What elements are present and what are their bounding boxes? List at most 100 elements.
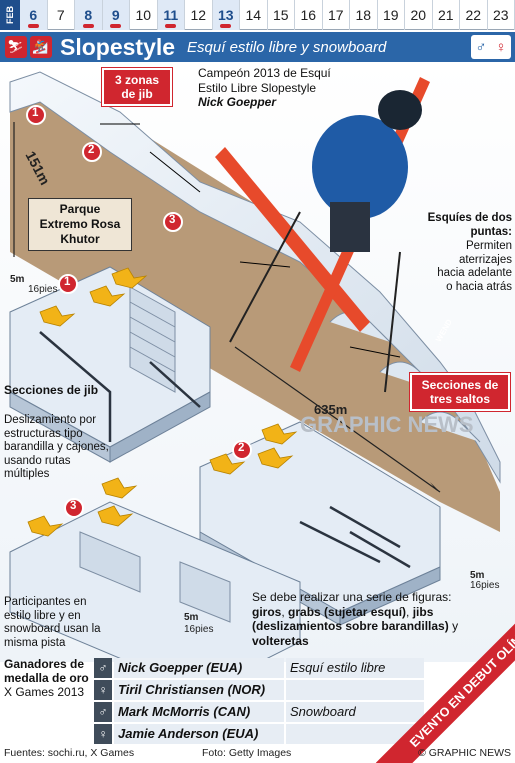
footer-photo: Foto: Getty Images [202,747,292,759]
scale-top-16: 16pies [28,284,58,295]
winner-name: Nick Goepper (EUA) [114,658,284,678]
results-row: ♂ Nick Goepper (EUA) Esquí estilo libre [94,658,424,679]
winner-name: Tiril Christiansen (NOR) [114,680,284,700]
scale-mid-16: 16pies [470,580,500,591]
champion-name: Nick Goepper [198,95,277,109]
female-icon: ♀ [94,724,112,744]
jib-zones-label: 3 zonas de jib [102,68,172,106]
calendar-day: 18 [350,0,378,30]
calendar-day: 22 [460,0,488,30]
marker-3-top: 3 [169,214,176,226]
marker-1-top: 1 [32,107,39,119]
calendar-day: 19 [378,0,405,30]
results-label-sub: X Games 2013 [4,685,85,699]
page-title: Slopestyle [60,33,176,60]
course-illustration: 1 2 3 1 2 3 3 zonas de jib Campeón 2013 … [0,62,515,693]
park-label: Parque Extremo Rosa Khutor [28,198,132,251]
marker-3-zone: 3 [70,500,77,512]
box-feature [179,561,231,623]
calendar-day: 13 [212,0,240,30]
direction-arrows [27,267,298,537]
calendar-day: 11 [157,0,185,30]
calendar-month: FEB [0,0,20,30]
jump-sections-label: Secciones de tres saltos [410,373,510,411]
figures-note: Se debe realizar una serie de figuras: g… [252,590,459,648]
female-icon: ♀ [495,38,507,56]
footer-sources: Fuentes: sochi.ru, X Games [4,747,135,759]
rail [349,530,411,569]
marker-2-zone: 2 [238,442,245,454]
calendar-day: 15 [268,0,295,30]
winner-name: Jamie Anderson (EUA) [114,724,284,744]
sport-icons: ⛷ 🏂 [0,32,56,62]
freestyle-ski-icon: ⛷ [4,36,27,58]
calendar-day: 14 [240,0,268,30]
twin-tip-body: Permiten aterrizajes hacia adelante o ha… [437,240,512,293]
guide-line [149,151,201,193]
gender-icons: ♂ ♀ [471,35,511,59]
figure-grabs: grabs (sujetar esquí) [288,604,407,619]
marker-1-zone: 1 [64,276,71,288]
calendar-day: 7 [48,0,75,30]
jump-3 [419,411,481,443]
watermark: GRAPHIC NEWS [300,412,474,437]
results-table: Ganadores de medalla de oro X Games 2013… [0,655,515,745]
marker-2-top: 2 [88,144,95,156]
slope-snow [9,71,501,484]
footer: Fuentes: sochi.ru, X Games Foto: Getty I… [0,744,515,763]
calendar-day: 6 [20,0,48,30]
calendar-day: 10 [130,0,158,30]
calendar-day: 23 [488,0,515,30]
footer-credit: © GRAPHIC NEWS [418,747,511,759]
course-drawing [0,62,515,693]
winner-event [286,680,424,700]
zone-markers [26,105,252,518]
results-row: ♂ Mark McMorris (CAN) Snowboard [94,702,424,723]
winner-event: Snowboard [286,702,424,722]
results-label: Ganadores de medalla de oro X Games 2013 [4,657,94,699]
arrow-head [430,482,440,492]
calendar-day: 12 [185,0,213,30]
guide-line [239,261,291,268]
rail [329,505,401,549]
calendar-day: 16 [295,0,323,30]
male-icon: ♂ [94,702,112,722]
figures-intro: Se debe realizar una serie de figuras: [252,590,452,604]
title-bar: ⛷ 🏂 Slopestyle Esquí estilo libre y snow… [0,32,515,62]
stairs [129,286,176,393]
jib-sections-title: Secciones de jib [4,383,99,397]
results-label-title: Ganadores de medalla de oro [4,657,89,685]
jib-sections-body: Deslizamiento por estructuras tipo baran… [4,414,109,480]
calendar-day: 17 [323,0,350,30]
handrail [149,361,201,408]
calendar-day: 20 [405,0,433,30]
guide-line [349,346,401,358]
scale-bot-5m: 5m [184,612,199,623]
handrail [39,331,112,442]
length-arrow-635 [234,346,441,493]
participants-note: Participantes en estilo libre y en snowb… [4,596,101,649]
figure-giros: giros [252,604,282,619]
winner-event [286,724,424,744]
results-row: ♀ Tiril Christiansen (NOR) [94,680,424,701]
scale-mid-5m: 5m [470,570,485,581]
snowboard-icon: 🏂 [29,36,52,58]
skier-figure [215,77,430,393]
results-row: ♀ Jamie Anderson (EUA) [94,724,424,745]
scale-top-5m: 5m [10,274,25,285]
calendar-day: 8 [75,0,103,30]
page-subtitle: Esquí estilo libre y snowboard [187,38,387,56]
scale-bot-16: 16pies [184,624,214,635]
calendar-day: 9 [102,0,130,30]
male-icon: ♂ [475,38,487,56]
winner-name: Mark McMorris (CAN) [114,702,284,722]
figures-and: y [452,619,459,633]
male-icon: ♂ [94,658,112,678]
champion-line-2: Estilo Libre Slopestyle [198,81,317,95]
champion-line-1: Campeón 2013 de Esquí [198,66,331,80]
female-icon: ♀ [94,680,112,700]
box-feature [79,531,141,593]
twin-tip-title: Esquíes de dos puntas: [427,212,512,238]
